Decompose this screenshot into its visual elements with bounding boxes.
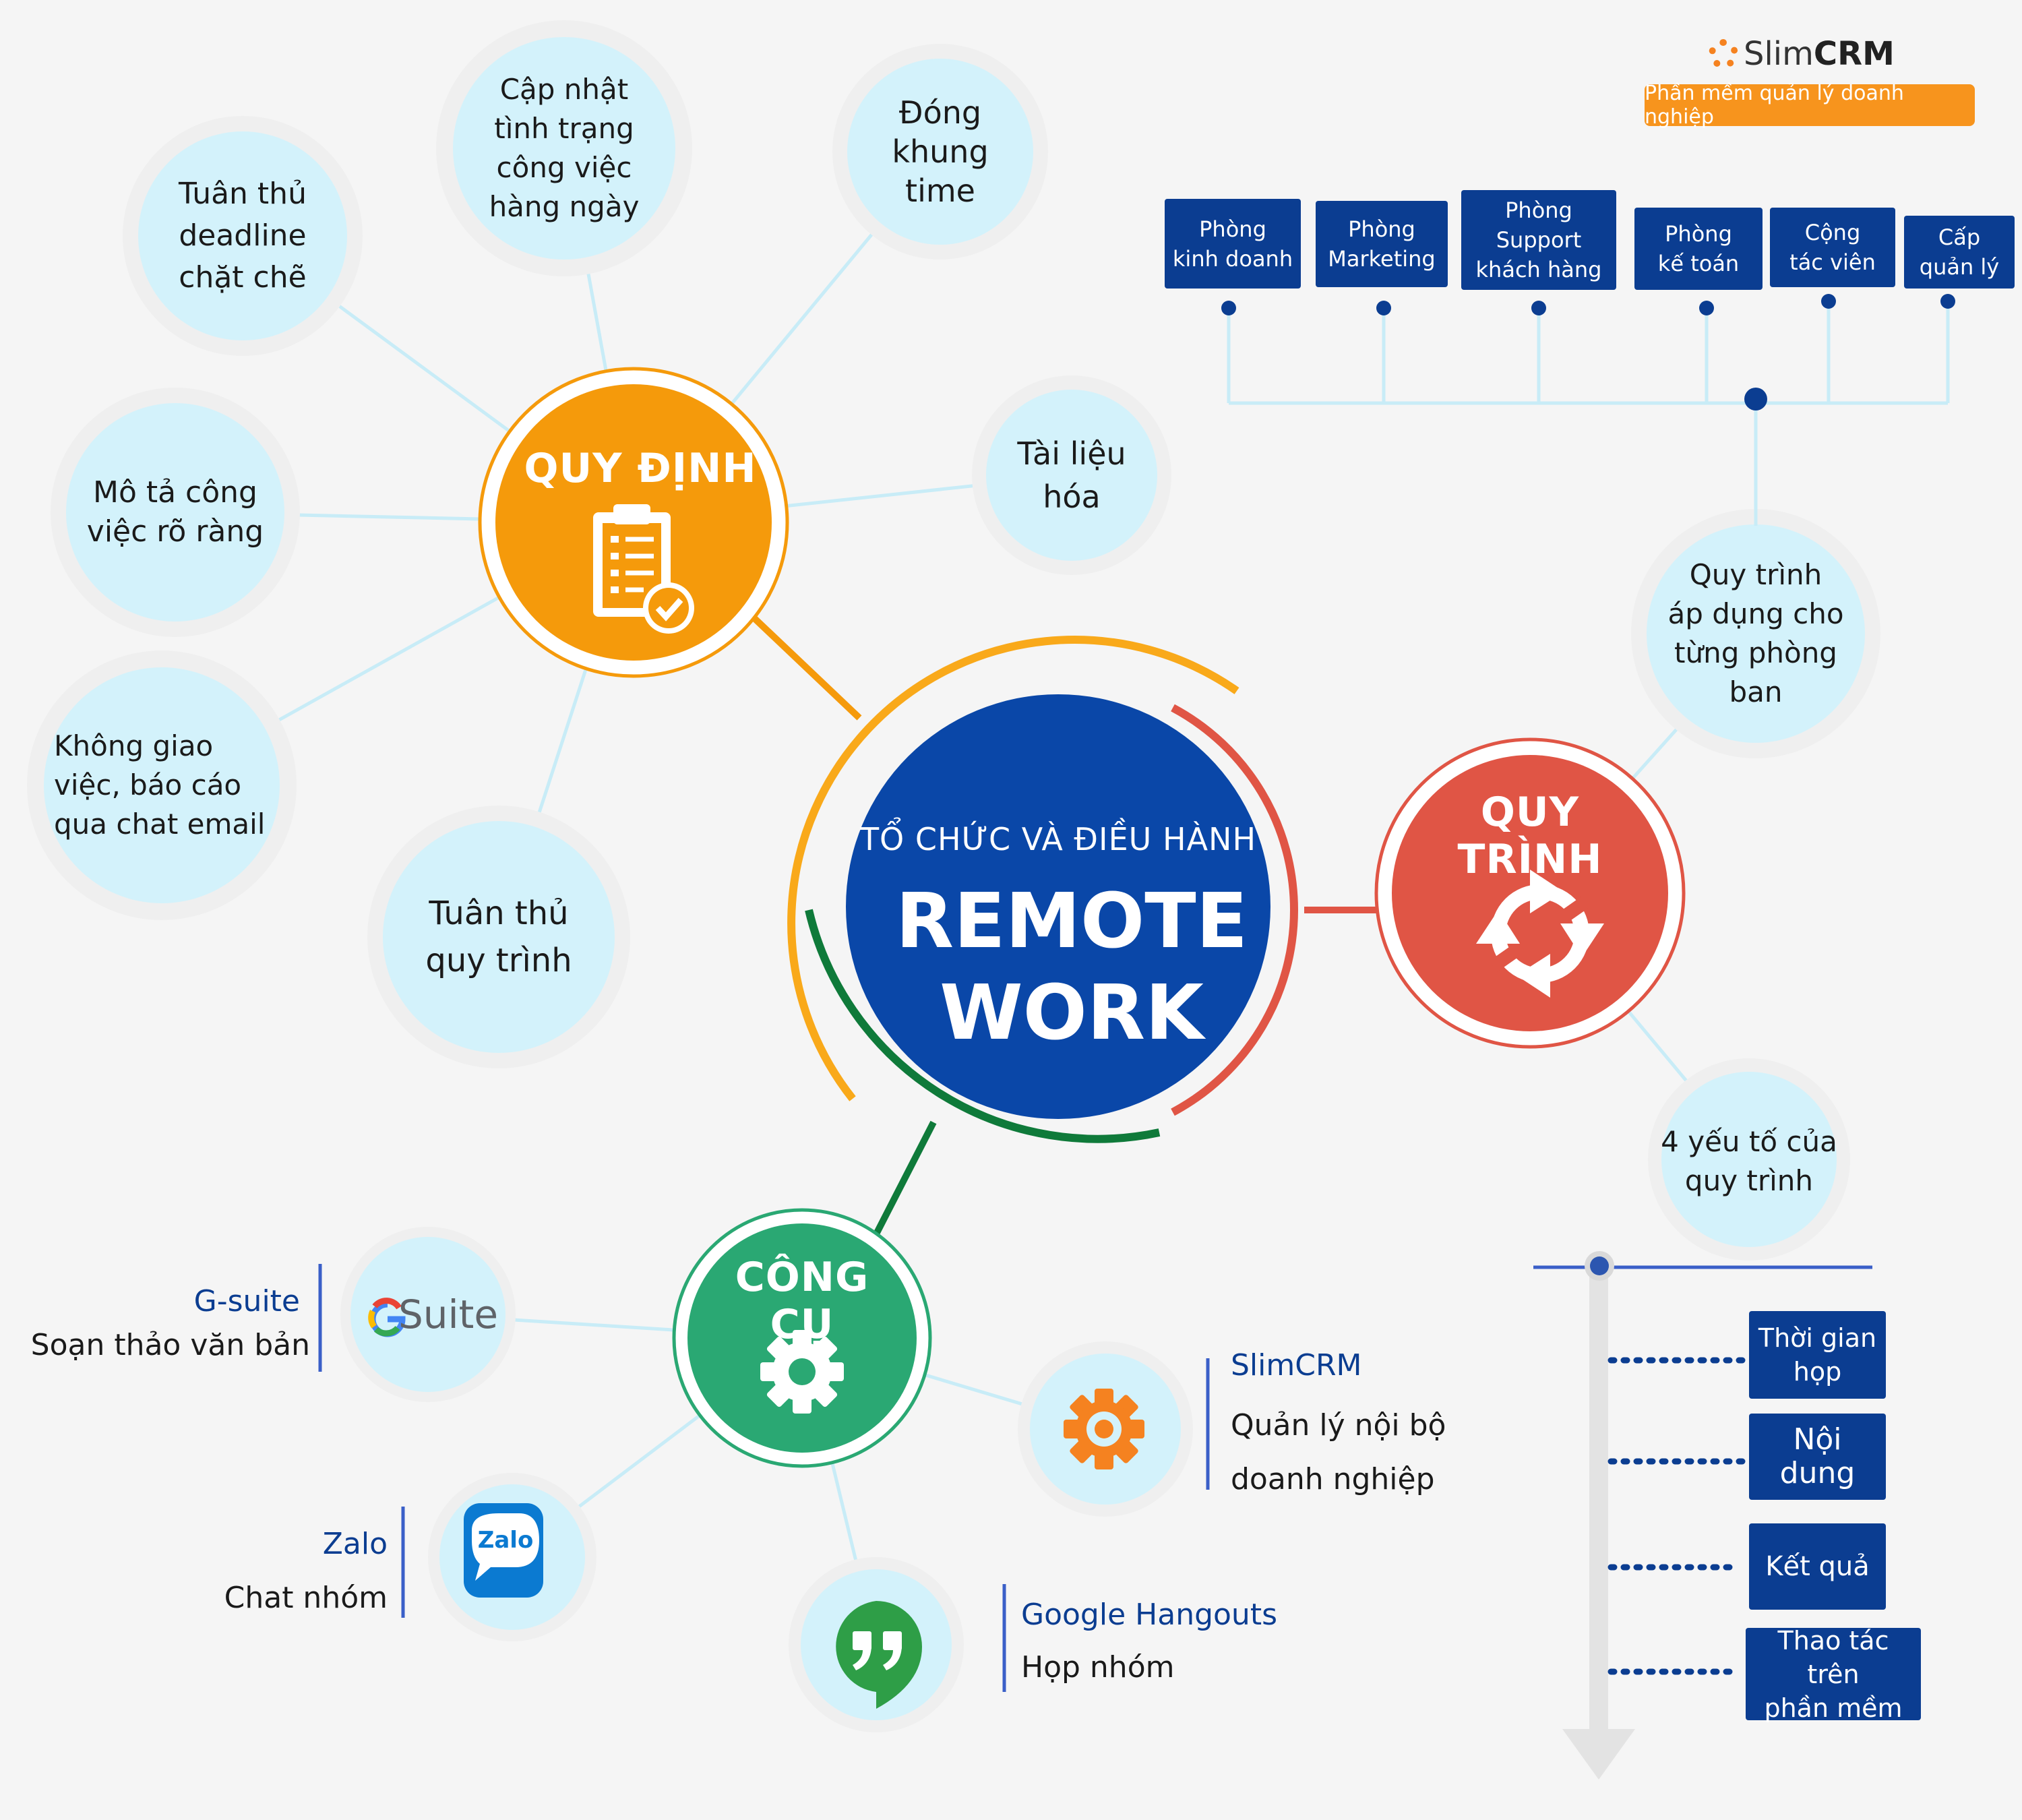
department-dots — [1221, 294, 1955, 411]
gsuite-logo-icon: Suite — [398, 1291, 499, 1338]
cong-cu-link — [863, 1120, 937, 1256]
quy-trinh-branch: 4 yếu tố của quy trình — [1661, 1124, 1837, 1197]
tool-name: G-suite — [193, 1284, 300, 1318]
zalo-logo-icon — [464, 1503, 543, 1598]
center-subtitle: TỔ CHỨC VÀ ĐIỀU HÀNH — [859, 821, 1257, 857]
quy-dinh-item: Tài liệu hóa — [1017, 435, 1126, 515]
center-arcs — [787, 636, 1298, 1143]
quy-dinh-item: Mô tả công việc rõ ràng — [86, 475, 264, 549]
department-box: Cấp quản lý — [1904, 216, 2015, 289]
factor-box: Thời gian họp — [1749, 1311, 1886, 1399]
factor-box: Thao tác trên phần mềm — [1746, 1626, 1921, 1723]
zalo-logo-text: Zalo — [477, 1527, 534, 1554]
tool-separators — [318, 1264, 1210, 1692]
brand-logo: SlimCRM — [1709, 30, 1897, 78]
clipboard-check-icon — [593, 504, 694, 634]
department-tree — [1227, 300, 1950, 526]
gear-icon — [760, 1330, 844, 1414]
tool-name: SlimCRM — [1231, 1348, 1362, 1383]
gsuite-logo-text: Suite — [398, 1292, 499, 1337]
quy-trinh-bubbles — [1631, 509, 1880, 1261]
center-title: REMOTE WORK — [895, 878, 1248, 1057]
department-box: Phòng Support khách hàng — [1461, 190, 1616, 290]
cong-cu-title: CÔNG CỤ — [735, 1254, 869, 1348]
quy-dinh-item: Tuân thủ quy trình — [425, 894, 572, 979]
tool-desc: Soạn thảo văn bản — [30, 1328, 310, 1362]
quy-dinh-title: QUY ĐỊNH — [524, 445, 757, 492]
quy-trinh-branch: Quy trình áp dụng cho từng phòng ban — [1667, 558, 1844, 708]
quy-dinh-bubbles — [27, 20, 1171, 1068]
quy-dinh-item: Tuân thủ deadline chặt chẽ — [179, 177, 307, 295]
factor-box: Nội dung — [1749, 1414, 1886, 1500]
department-box: Phòng kinh doanh — [1165, 199, 1301, 289]
gsuite-g-colors — [368, 1298, 406, 1337]
center-node — [846, 694, 1270, 1119]
hangouts-logo-icon — [836, 1601, 922, 1709]
department-box: Phòng Marketing — [1316, 201, 1448, 287]
factors-timeline — [1533, 1251, 1872, 1780]
quy-dinh-item: Đóng khung time — [892, 94, 989, 209]
quy-dinh-item: Cập nhật tình trạng công việc hàng ngày — [489, 73, 640, 223]
quy-trinh-title: QUY TRÌNH — [1457, 789, 1603, 883]
brand-tagline: Phần mềm quản lý doanh nghiệp — [1645, 82, 1975, 129]
tool-desc: Họp nhóm — [1021, 1650, 1175, 1685]
tool-name: Google Hangouts — [1021, 1598, 1277, 1632]
slimcrm-gear-icon — [1064, 1389, 1144, 1469]
department-box: Phòng kế toán — [1634, 208, 1763, 290]
department-box: Cộng tác viên — [1770, 208, 1895, 287]
tool-desc: Quản lý nội bộ doanh nghiệp — [1231, 1408, 1446, 1496]
tool-name: Zalo — [322, 1527, 388, 1561]
quy-dinh-item: Không giao việc, báo cáo qua chat email — [54, 729, 266, 841]
brand-name: SlimCRM — [1744, 35, 1895, 73]
tool-desc: Chat nhóm — [224, 1581, 388, 1615]
refresh-cycle-icon — [1476, 870, 1604, 998]
factor-box: Kết quả — [1749, 1523, 1886, 1610]
brand-gear-icon — [1709, 39, 1738, 69]
